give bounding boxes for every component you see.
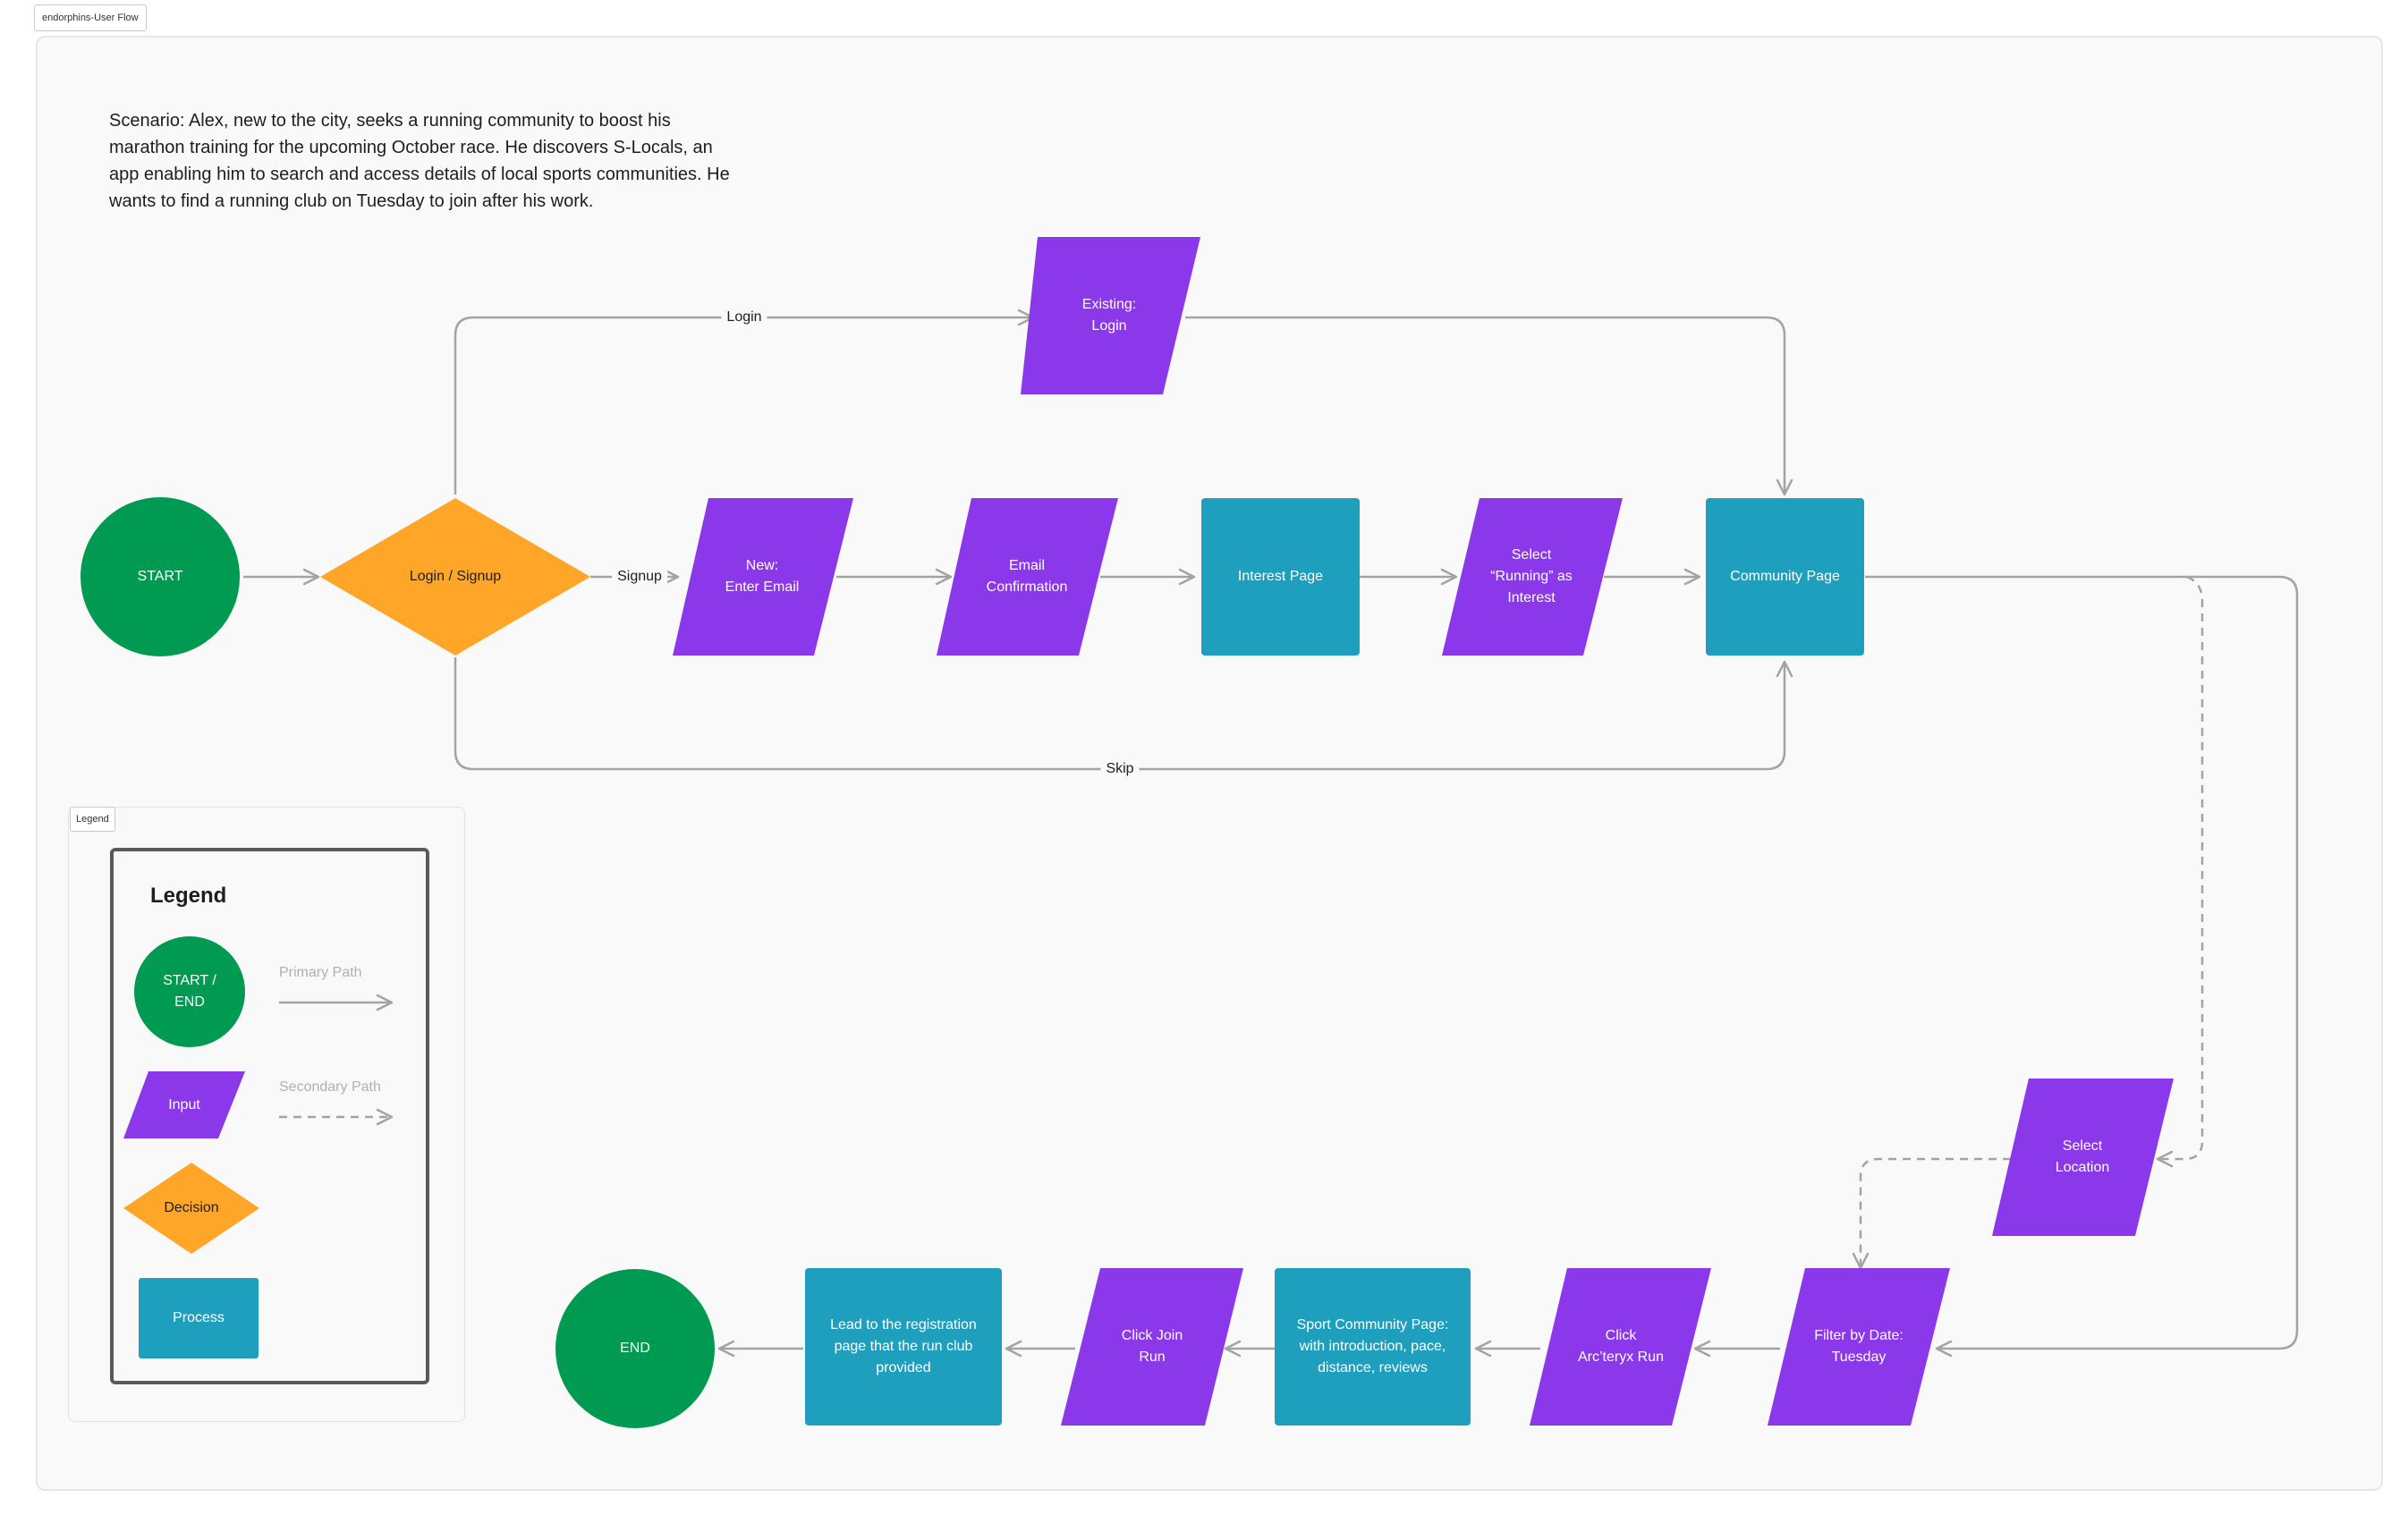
legend-decision-shape <box>123 1163 259 1254</box>
legend-primary-path-label: Primary Path <box>279 965 362 980</box>
legend-input-shape <box>123 1071 245 1138</box>
legend-start-end-shape <box>134 936 245 1047</box>
edge-existing-to-community <box>1185 316 1793 496</box>
edge-community-to-filter <box>1865 575 2299 1358</box>
legend-process-shape <box>139 1278 259 1358</box>
start-node <box>81 497 240 656</box>
lead-registration-process <box>805 1268 1002 1426</box>
legend-secondary-path-label: Secondary Path <box>279 1079 381 1095</box>
select-location-input <box>1992 1079 2174 1236</box>
interest-page-process <box>1201 498 1360 656</box>
edge-label-signup: Signup <box>612 569 667 585</box>
filter-by-date-input <box>1768 1268 1950 1426</box>
sport-community-page-process <box>1275 1268 1471 1426</box>
email-confirmation-input <box>937 498 1118 656</box>
edge-decision-to-existing <box>454 309 1035 495</box>
edge-location-to-filter-dashed <box>1852 1157 2011 1270</box>
edge-label-skip: Skip <box>1100 761 1140 777</box>
frame-title: endorphins-User Flow <box>34 4 147 31</box>
edge-label-login: Login <box>721 309 767 326</box>
legend-tag: Legend <box>70 807 115 832</box>
select-running-input <box>1442 498 1623 656</box>
scenario-text: Scenario: Alex, new to the city, seeks a… <box>109 111 730 211</box>
edge-decision-skip <box>454 657 1793 771</box>
end-node <box>555 1269 715 1428</box>
existing-login-input <box>1021 237 1200 394</box>
login-signup-decision <box>320 498 590 656</box>
new-enter-email-input <box>673 498 853 656</box>
community-page-process <box>1706 498 1864 656</box>
click-arcteryx-input <box>1530 1268 1711 1426</box>
edge-community-to-location-dashed <box>2156 575 2204 1168</box>
click-join-run-input <box>1061 1268 1243 1426</box>
legend-title: Legend <box>150 884 227 908</box>
